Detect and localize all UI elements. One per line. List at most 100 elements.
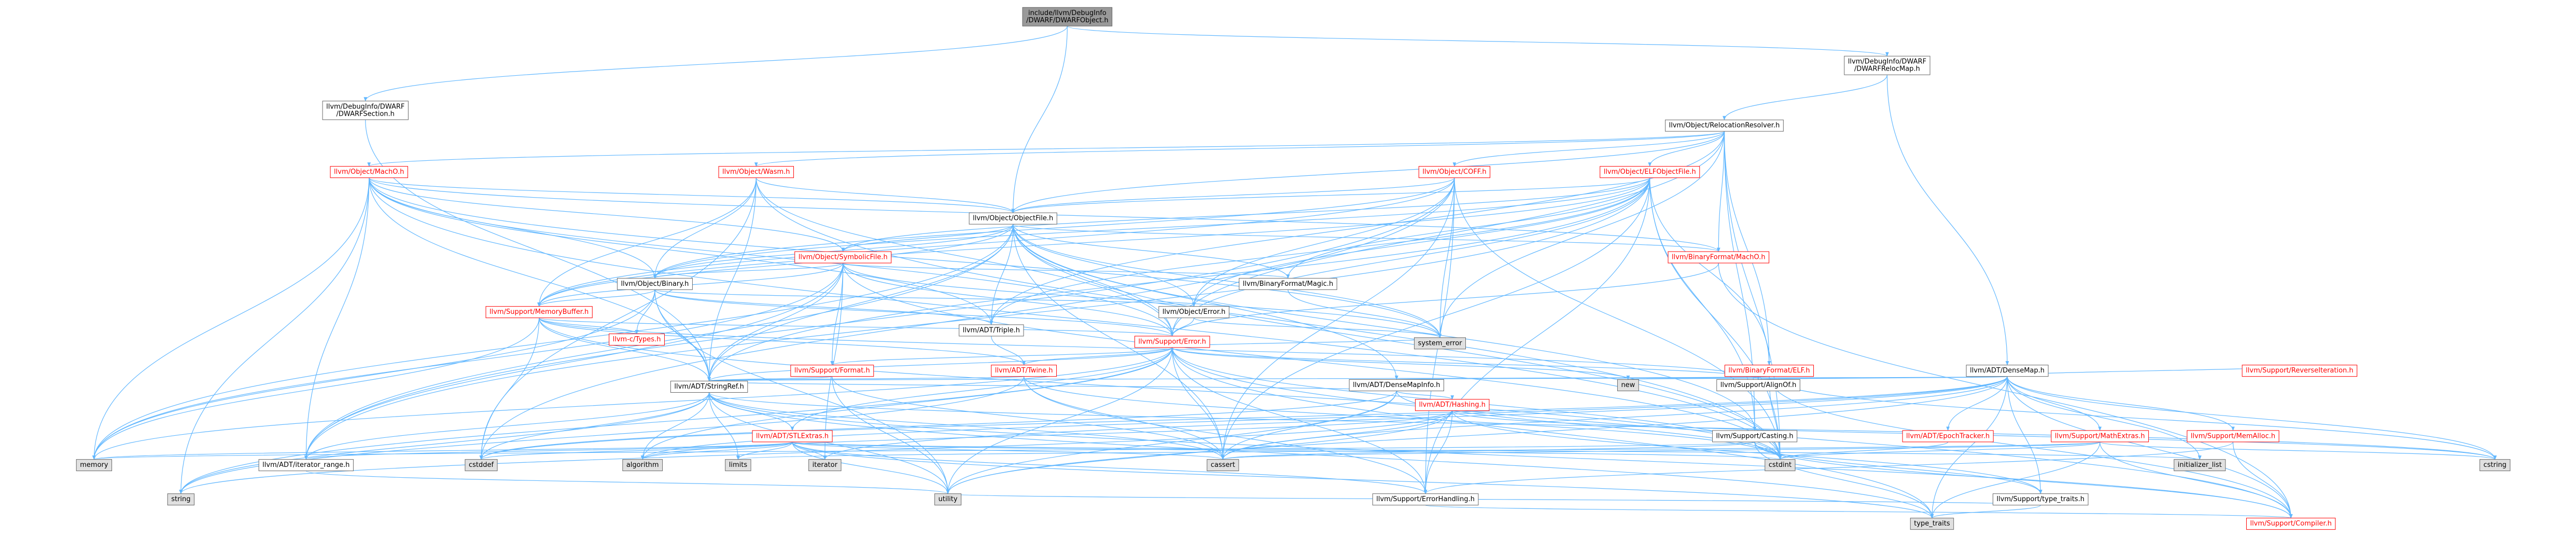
edge-layer [92,25,2497,519]
node-system-error[interactable]: system_error [1414,337,1466,350]
node-dwarf-relocmap[interactable]: llvm/DebugInfo/DWARF/DWARFRelocMap.h [1844,56,1930,75]
node-box [794,251,892,264]
node-cstddef[interactable]: cstddef [465,459,498,472]
node-root[interactable]: include/llvm/DebugInfo/DWARF/DWARFObject… [1022,7,1113,26]
node-densemapinfo[interactable]: llvm/ADT/DenseMapInfo.h [1349,379,1445,392]
node-layer: include/llvm/DebugInfo/DWARF/DWARFObject… [76,7,2511,530]
node-algorithm[interactable]: algorithm [622,459,663,472]
edge-symbolicfile-to-memory [92,263,844,460]
node-twine[interactable]: llvm/ADT/Twine.h [991,365,1057,377]
node-reloc-resolver[interactable]: llvm/Object/RelocationResolver.h [1665,119,1784,132]
edge-casting-to-compiler [1754,441,2293,519]
edge-densemapinfo-to-cstddef [479,391,1397,460]
edge-reloc-resolver-to-coff [1452,131,1725,167]
node-ctypes[interactable]: llvm-c/Types.h [609,334,665,346]
node-new[interactable]: new [1617,379,1639,392]
edge-densemap-to-utility [946,376,2008,494]
edge-type-traits-h-to-type-traits [1930,505,2041,519]
node-box [465,459,498,472]
node-iterator[interactable]: iterator [808,459,842,472]
node-mathextras[interactable]: llvm/Support/MathExtras.h [2051,430,2149,443]
node-box [2246,518,2336,530]
node-cstring[interactable]: cstring [2479,459,2511,472]
node-bf-macho[interactable]: llvm/BinaryFormat/MachO.h [1668,251,1770,264]
node-box [2479,459,2511,472]
node-bf-elf[interactable]: llvm/BinaryFormat/ELF.h [1724,365,1814,377]
node-stlextras[interactable]: llvm/ADT/STLExtras.h [752,430,833,443]
edge-reloc-resolver-to-elfobj [1648,131,1725,167]
node-label: llvm/Support/MemAlloc.h [2191,432,2275,440]
edge-elfobj-to-casting [1649,177,1757,431]
edge-bf-magic-to-system-error [1287,289,1442,338]
node-box [934,493,962,506]
edge-epoch-to-cstdint [1778,441,1949,460]
edge-stringref-to-cassert [709,392,1225,460]
node-memalloc[interactable]: llvm/Support/MemAlloc.h [2187,430,2279,443]
node-box [1415,399,1490,411]
edge-errhandling-to-compiler [1425,505,2292,519]
edge-coff-to-cstddef [479,177,1455,460]
node-box [1600,166,1700,178]
edge-sup-error-to-memory [92,347,1173,460]
node-sup-error[interactable]: llvm/Support/Error.h [1134,336,1210,348]
edge-hashing-to-algorithm [641,410,1453,460]
edge-stringref-to-algorithm [640,392,710,460]
edge-casting-to-memory [93,441,1755,460]
node-stringref[interactable]: llvm/ADT/StringRef.h [670,380,748,393]
node-label: llvm/ADT/iterator_range.h [262,461,349,469]
node-obj-error[interactable]: llvm/Object/Error.h [1158,306,1229,319]
node-errhandling[interactable]: llvm/Support/ErrorHandling.h [1372,493,1479,506]
node-casting[interactable]: llvm/Support/Casting.h [1712,430,1798,443]
node-macho[interactable]: llvm/Object/MachO.h [330,166,408,178]
node-revit[interactable]: llvm/Support/ReverseIteration.h [2242,365,2358,377]
node-utility[interactable]: utility [934,493,962,506]
node-membuf[interactable]: llvm/Support/MemoryBuffer.h [485,306,593,319]
node-box [1765,459,1796,472]
edge-bf-elf-to-cstring [1769,376,2497,460]
node-hashing[interactable]: llvm/ADT/Hashing.h [1415,399,1490,411]
node-triple[interactable]: llvm/ADT/Triple.h [959,324,1024,337]
edge-stringref-to-utility [709,392,950,494]
edge-macho-to-binary [369,177,657,279]
node-wasm[interactable]: llvm/Object/Wasm.h [718,166,794,178]
edge-triple-to-twine [991,336,1026,366]
node-iter-range[interactable]: llvm/ADT/iterator_range.h [258,459,354,472]
edge-densemap-to-mathextras [2007,376,2102,431]
node-binary[interactable]: llvm/Object/Binary.h [617,278,693,290]
node-densemap[interactable]: llvm/ADT/DenseMap.h [1966,365,2049,377]
node-alignof[interactable]: llvm/Support/AlignOf.h [1716,379,1800,392]
node-symbolicfile[interactable]: llvm/Object/SymbolicFile.h [794,251,892,264]
node-cassert[interactable]: cassert [1207,459,1239,472]
edge-wasm-to-sup-error [755,177,1174,337]
node-box [258,459,354,472]
edge-sup-error-to-errhandling [1172,347,1427,494]
edge-stlextras-to-errhandling [792,441,1427,494]
node-type-traits[interactable]: type_traits [1910,518,1954,530]
node-label: llvm/Object/Binary.h [621,280,689,288]
node-box [167,493,195,506]
edge-root-to-dwarf-relocmap [1067,25,1889,57]
node-compiler[interactable]: llvm/Support/Compiler.h [2246,518,2336,530]
node-coff[interactable]: llvm/Object/COFF.h [1418,166,1491,178]
edge-symbolicfile-to-iter-range [304,263,844,460]
node-label: llvm/Support/type_traits.h [1997,495,2085,503]
node-dwarf-section[interactable]: llvm/DebugInfo/DWARF/DWARFSection.h [322,101,409,120]
node-box [1418,166,1491,178]
node-type-traits-h[interactable]: llvm/Support/type_traits.h [1993,493,2089,506]
edge-sup-error-to-sup-format [830,347,1173,366]
node-memory[interactable]: memory [76,459,113,472]
node-bf-magic[interactable]: llvm/BinaryFormat/Magic.h [1239,278,1337,290]
node-box [725,459,751,472]
node-initlist[interactable]: initializer_list [2174,459,2226,472]
node-label: new [1621,381,1635,389]
edge-membuf-to-stringref [539,317,711,382]
node-label: llvm/ADT/Triple.h [963,326,1020,334]
node-string[interactable]: string [167,493,195,506]
node-sup-format[interactable]: llvm/Support/Format.h [790,365,874,377]
edge-macho-to-memory [92,177,370,460]
node-epoch[interactable]: llvm/ADT/EpochTracker.h [1902,430,1994,443]
node-elfobj[interactable]: llvm/Object/ELFObjectFile.h [1600,166,1700,178]
node-limits[interactable]: limits [725,459,751,472]
node-objectfile[interactable]: llvm/Object/ObjectFile.h [969,212,1057,225]
node-cstdint[interactable]: cstdint [1765,459,1796,472]
